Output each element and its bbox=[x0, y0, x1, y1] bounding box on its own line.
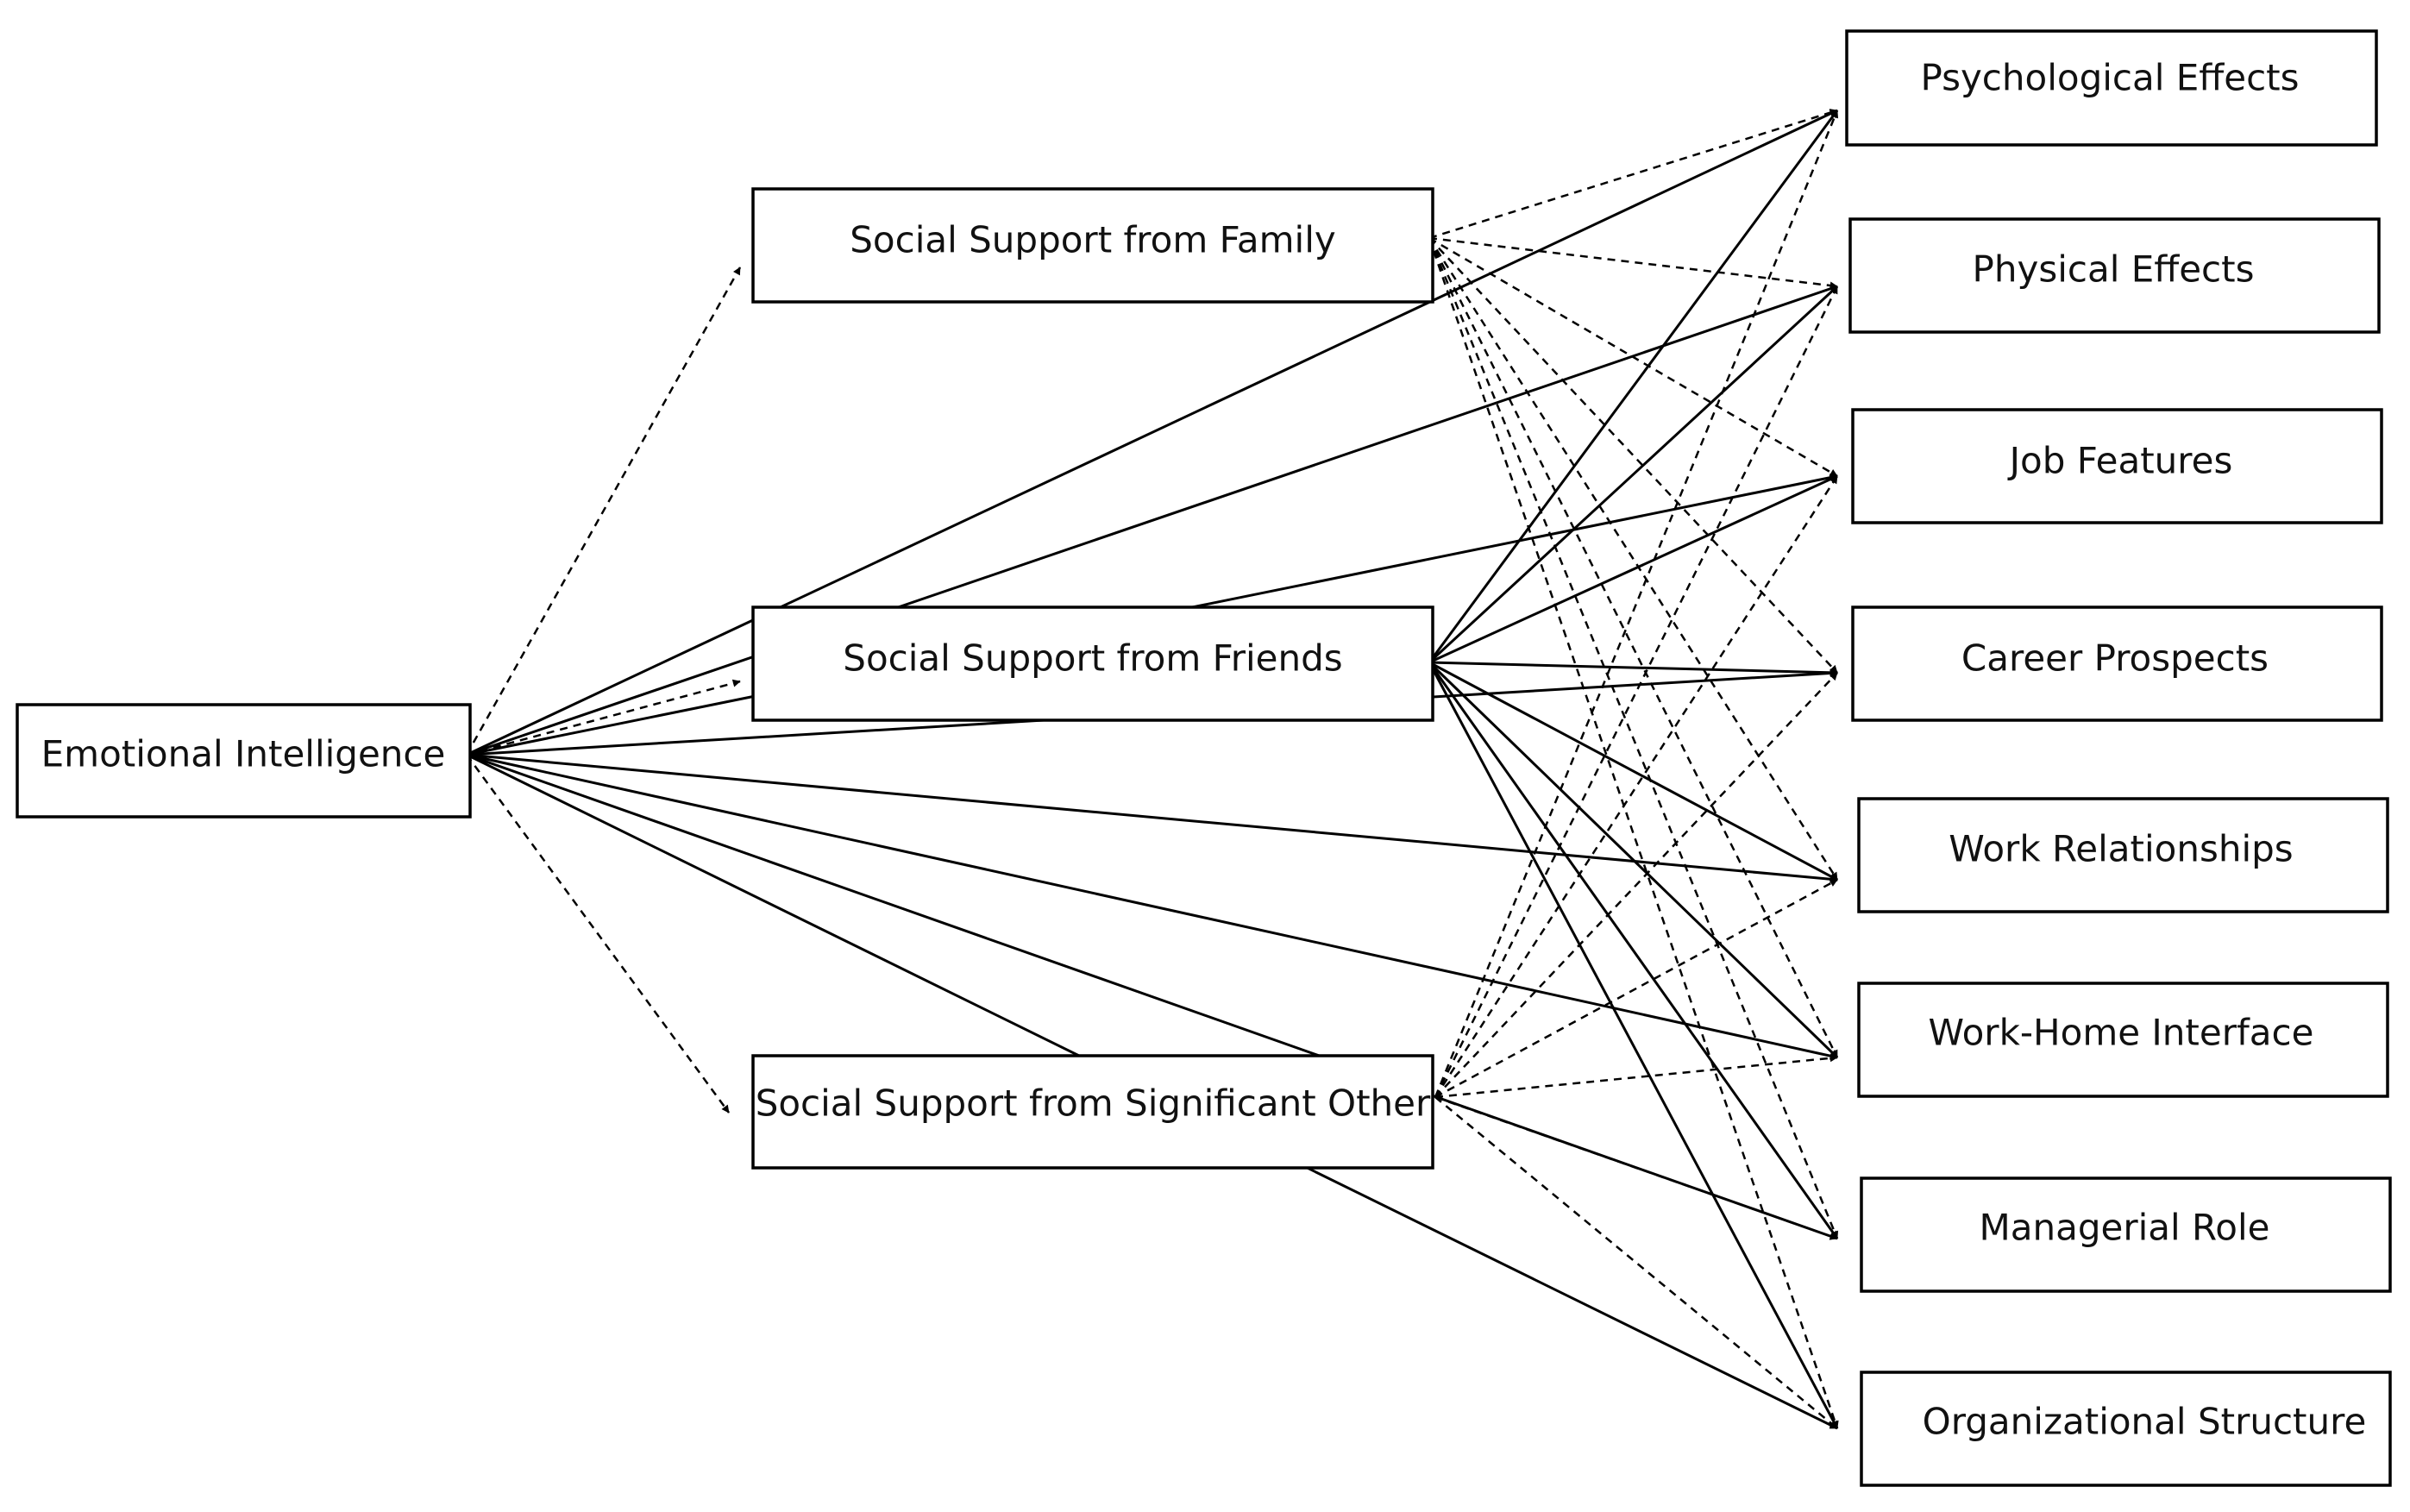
edge-family-to-workrel bbox=[1428, 237, 1839, 881]
edge-friends-to-workrel bbox=[1428, 661, 1838, 881]
node-career-prospects: Career Prospects bbox=[1851, 605, 2383, 722]
edge-significant-other-to-phys bbox=[1434, 285, 1839, 1098]
node-physical-effects: Physical Effects bbox=[1848, 217, 2381, 334]
node-social-support-significant-other: Social Support from Significant Other bbox=[751, 1054, 1434, 1170]
edge-ei-to-workhome bbox=[466, 753, 1838, 1060]
node-label-family: Social Support from Family bbox=[850, 219, 1336, 261]
edge-family-to-workhome bbox=[1428, 237, 1839, 1058]
nodes-layer: Emotional Intelligence Social Support fr… bbox=[16, 29, 2392, 1487]
edge-significant-other-to-org bbox=[1434, 1096, 1838, 1429]
node-psychological-effects: Psychological Effects bbox=[1845, 29, 2378, 147]
edge-friends-to-managerial bbox=[1428, 662, 1839, 1239]
node-label-physical-effects: Physical Effects bbox=[1973, 248, 2255, 291]
edge-friends-to-workhome bbox=[1428, 661, 1839, 1059]
edge-ei-to-phys bbox=[466, 285, 1838, 756]
node-label-managerial-role: Managerial Role bbox=[1979, 1207, 2269, 1249]
node-label-work-relationships: Work Relationships bbox=[1949, 828, 2293, 870]
edge-friends-to-psych bbox=[1428, 110, 1839, 663]
edge-family-to-career bbox=[1428, 237, 1838, 674]
edge-significant-other-to-workhome bbox=[1434, 1054, 1838, 1099]
edge-friends-to-phys bbox=[1428, 285, 1839, 664]
edge-family-to-job bbox=[1428, 236, 1838, 478]
node-label-emotional-intelligence: Emotional Intelligence bbox=[41, 733, 446, 775]
edge-ei-to-family bbox=[465, 267, 742, 756]
node-social-support-family: Social Support from Family bbox=[751, 187, 1434, 304]
node-social-support-friends: Social Support from Friends bbox=[751, 605, 1434, 722]
node-emotional-intelligence: Emotional Intelligence bbox=[16, 703, 472, 819]
edge-significant-other-to-psych bbox=[1434, 110, 1839, 1098]
edge-friends-to-career bbox=[1428, 661, 1838, 677]
node-managerial-role: Managerial Role bbox=[1860, 1176, 2392, 1293]
node-work-home-interface: Work-Home Interface bbox=[1857, 982, 2389, 1098]
edge-friends-to-org bbox=[1428, 662, 1839, 1429]
node-work-relationships: Work Relationships bbox=[1857, 797, 2389, 913]
edge-family-to-psych bbox=[1428, 109, 1838, 240]
node-label-job-features: Job Features bbox=[2007, 440, 2233, 482]
node-label-career-prospects: Career Prospects bbox=[1961, 637, 2269, 680]
node-label-organizational-structure: Organizational Structure bbox=[1923, 1401, 2367, 1443]
edge-significant-other-to-workrel bbox=[1434, 878, 1838, 1099]
edge-ei-to-psych bbox=[466, 109, 1838, 756]
node-label-work-home-interface: Work-Home Interface bbox=[1929, 1012, 2314, 1054]
node-label-friends: Social Support from Friends bbox=[843, 637, 1342, 680]
edge-family-to-managerial bbox=[1428, 237, 1839, 1239]
node-label-psychological-effects: Psychological Effects bbox=[1920, 57, 2299, 99]
edges-layer bbox=[465, 109, 1839, 1430]
edge-ei-to-workrel bbox=[466, 753, 1838, 883]
node-label-significant-other: Social Support from Significant Other bbox=[756, 1082, 1431, 1125]
edge-ei-to-significant-other bbox=[465, 754, 731, 1114]
edge-significant-other-to-managerial bbox=[1434, 1095, 1838, 1240]
node-organizational-structure: Organizational Structure bbox=[1860, 1371, 2392, 1487]
edge-ei-to-friends bbox=[466, 679, 741, 756]
edge-family-to-org bbox=[1428, 237, 1839, 1429]
edge-significant-other-to-career bbox=[1434, 672, 1838, 1098]
edge-friends-to-job bbox=[1428, 474, 1838, 664]
node-job-features: Job Features bbox=[1851, 408, 2383, 524]
